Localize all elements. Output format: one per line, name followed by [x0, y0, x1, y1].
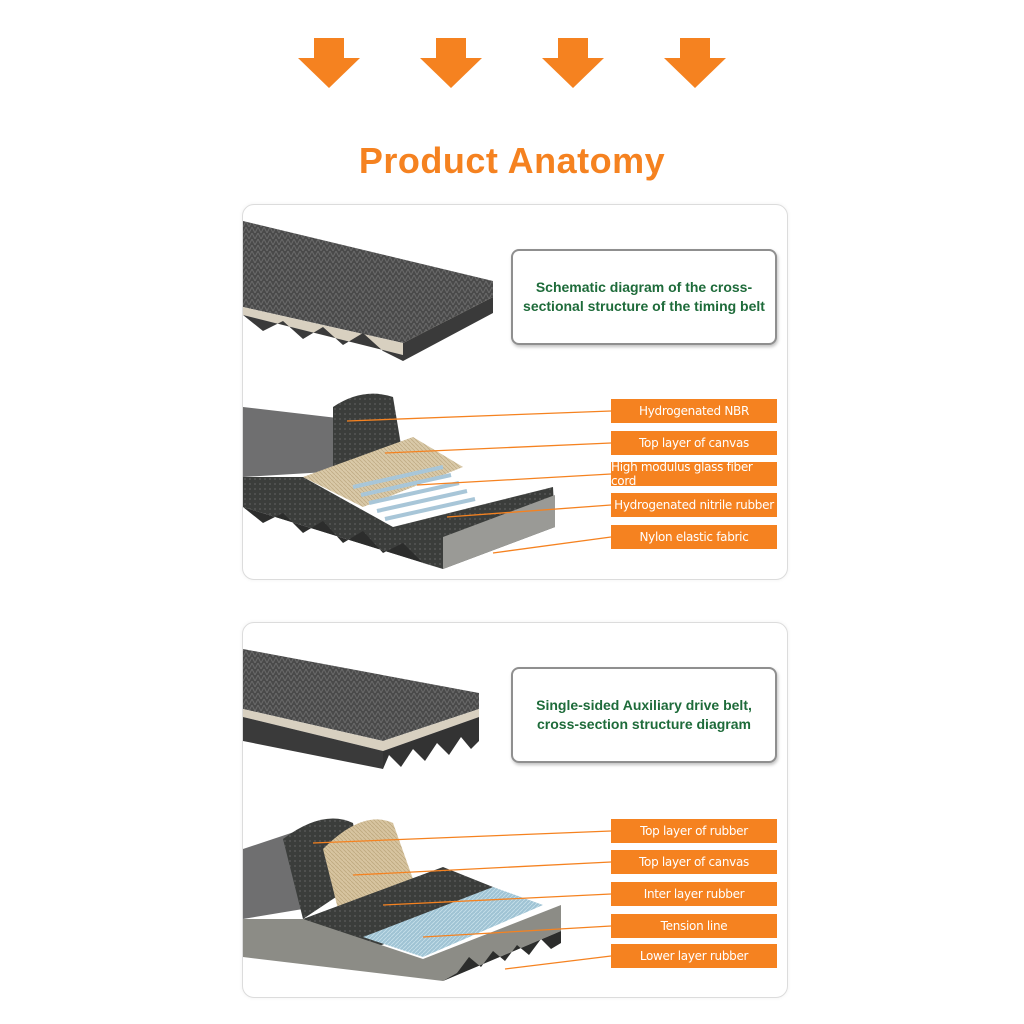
- caption-line-1: Schematic diagram of the cross-: [535, 279, 753, 295]
- label-top-canvas: Top layer of canvas: [611, 431, 777, 455]
- arrow-down-icon: [298, 38, 360, 88]
- timing-belt-leader-lines: [346, 410, 612, 554]
- auxiliary-belt-leader-lines: [312, 830, 612, 970]
- auxiliary-belt-caption: Single-sided Auxiliary drive belt, cross-…: [511, 667, 777, 763]
- label-nitrile-rubber: Hydrogenated nitrile rubber: [611, 493, 777, 517]
- label-nylon-fabric: Nylon elastic fabric: [611, 525, 777, 549]
- auxiliary-belt-image: [243, 649, 479, 769]
- timing-belt-caption: Schematic diagram of the cross-sectional…: [511, 249, 777, 345]
- label-top-rubber: Top layer of rubber: [611, 819, 777, 843]
- caption-line-2: cross-section structure diagram: [537, 716, 751, 732]
- timing-belt-card: Schematic diagram of the cross-sectional…: [242, 204, 788, 580]
- arrow-down-icon: [420, 38, 482, 88]
- auxiliary-belt-card: Single-sided Auxiliary drive belt, cross-…: [242, 622, 788, 998]
- page-title: Product Anatomy: [358, 140, 666, 181]
- timing-belt-image: [243, 221, 493, 361]
- label-top-canvas: Top layer of canvas: [611, 850, 777, 874]
- timing-belt-layers-image: [243, 393, 555, 569]
- label-hydrogenated-nbr: Hydrogenated NBR: [611, 399, 777, 423]
- caption-line-1: Single-sided Auxiliary drive belt,: [536, 697, 752, 713]
- label-tension-line: Tension line: [611, 914, 777, 938]
- arrow-down-icon: [664, 38, 726, 88]
- label-glass-fiber-cord: High modulus glass fiber cord: [611, 460, 777, 488]
- caption-line-2: sectional structure of the timing belt: [523, 298, 765, 314]
- label-lower-rubber: Lower layer rubber: [611, 944, 777, 968]
- down-arrows-row: [0, 38, 1024, 94]
- arrow-down-icon: [542, 38, 604, 88]
- label-inter-rubber: Inter layer rubber: [611, 882, 777, 906]
